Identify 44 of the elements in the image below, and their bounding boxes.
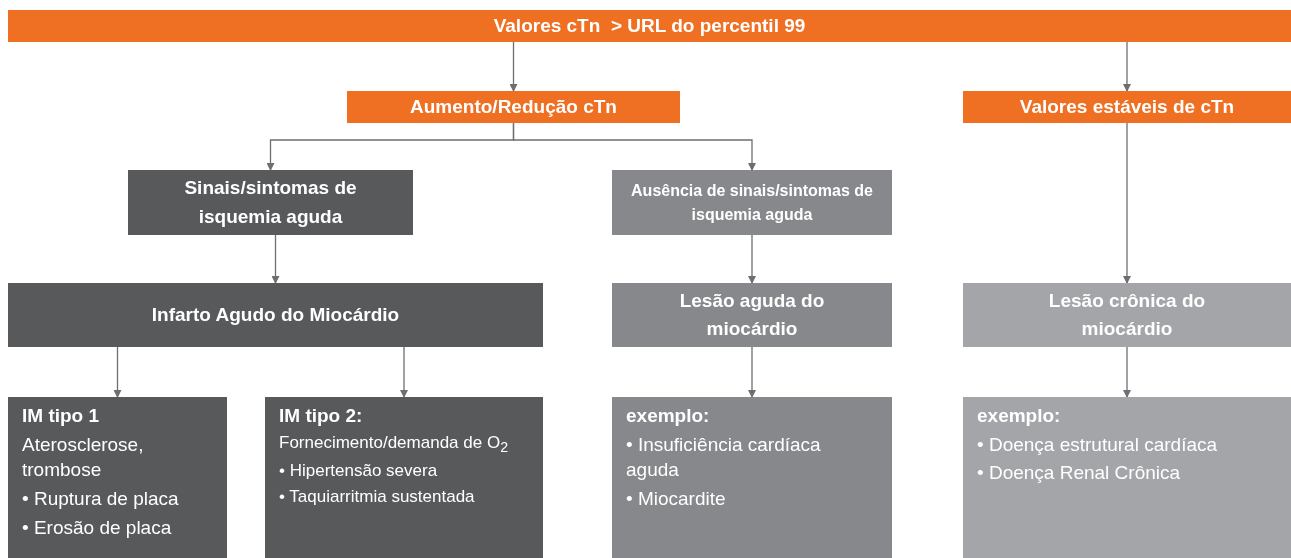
box-heading: exemplo:: [977, 404, 1061, 428]
list-item: • Insuficiência cardíaca aguda: [626, 432, 822, 483]
process-box: [347, 91, 680, 123]
list-item: • Doença Renal Crônica: [977, 461, 1181, 486]
arrow: [271, 234, 280, 284]
arrow: [1123, 41, 1131, 92]
arrow: [1123, 346, 1131, 398]
box-title: Lesão aguda do miocárdio: [678, 288, 826, 341]
box-title: Lesão crônica do miocárdio: [1047, 288, 1207, 341]
box-title: Sinais/sintomas de isquemia aguda: [183, 176, 358, 229]
process-box: [963, 283, 1291, 347]
process-box: [612, 283, 892, 347]
list-item: • Miocardite: [626, 486, 726, 511]
process-box: [128, 170, 413, 235]
box-title: Aumento/Redução cTn: [410, 94, 617, 119]
arrow: [748, 234, 756, 284]
list-item: • Doença estrutural cardíaca: [977, 432, 1218, 457]
box-title: Infarto Agudo do Miocárdio: [151, 302, 400, 327]
arrow: [748, 346, 756, 398]
process-box: [8, 397, 227, 558]
arrow: [509, 41, 518, 92]
box-heading: IM tipo 2:: [279, 404, 363, 428]
list-item: • Ruptura de placa: [22, 486, 179, 511]
box-title: Valores estáveis de cTn: [1019, 94, 1235, 119]
list-item: • Erosão de placa: [22, 515, 172, 540]
process-box: [963, 91, 1291, 123]
process-box: [612, 397, 892, 558]
list-item: • Hipertensão severa: [279, 460, 438, 483]
box-title: Ausência de sinais/sintomas de isquemia aguda: [630, 180, 874, 225]
arrow: [1123, 122, 1131, 284]
list-item: Fornecimento/demanda de O$_{2}$: [279, 431, 508, 458]
box-title: Valores cTn > URL do percentil 99: [493, 13, 806, 38]
process-box: [265, 397, 543, 558]
arrow: [400, 346, 408, 398]
box-heading: exemplo:: [626, 404, 710, 428]
arrow: [113, 346, 122, 398]
process-box: [963, 397, 1291, 558]
list-item: • Taquiarritmia sustentada: [279, 486, 475, 509]
arrow: [512, 122, 756, 171]
box-heading: IM tipo 1: [22, 404, 100, 428]
process-box: [612, 170, 892, 235]
process-box: [8, 283, 543, 347]
list-item: Aterosclerose, trombose: [22, 432, 145, 483]
process-box: [8, 10, 1291, 42]
